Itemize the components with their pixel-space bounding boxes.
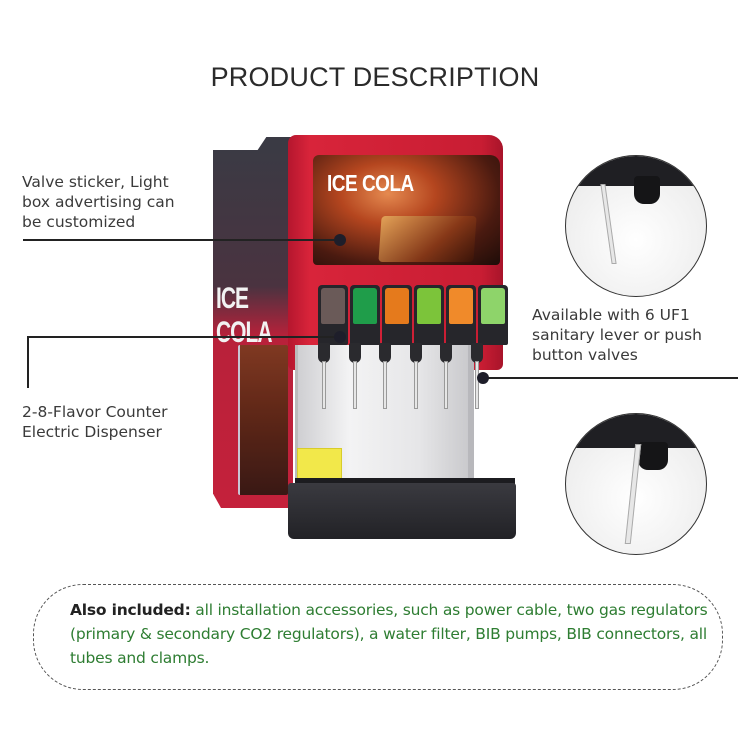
valve-sticker-4	[417, 288, 441, 324]
valve-knob-icon	[634, 176, 660, 204]
leader-line-lightbox	[23, 239, 341, 241]
callout-lightbox-line-2: box advertising can	[22, 193, 175, 211]
valve-6	[478, 285, 508, 345]
nozzle-1	[318, 343, 330, 411]
callout-lightbox: Valve sticker, Light box advertising can…	[22, 172, 175, 232]
nozzle-3	[379, 343, 392, 411]
valve-sticker-1	[321, 288, 345, 324]
valve-knob-icon	[638, 442, 668, 470]
side-top-panel	[213, 137, 299, 217]
callout-valves: Available with 6 UF1 sanitary lever or p…	[532, 305, 702, 365]
lightbox-brand-text: ICE COLA	[327, 172, 414, 198]
page-title: PRODUCT DESCRIPTION	[210, 62, 540, 92]
leader-line-flavor-h	[27, 336, 341, 338]
front-housing	[288, 135, 503, 370]
nozzle-5	[440, 343, 453, 411]
callout-flavor-line-2: Electric Dispenser	[22, 423, 162, 441]
included-lead: Also included:	[70, 601, 191, 619]
included-box	[33, 584, 723, 690]
nozzle-4	[409, 343, 422, 411]
callout-valves-line-1: Available with 6 UF1	[532, 306, 690, 324]
valve-sticker-5	[449, 288, 473, 324]
callout-flavor-line-1: 2-8-Flavor Counter	[22, 403, 168, 421]
lever-icon	[600, 184, 617, 264]
callout-flavor: 2-8-Flavor Counter Electric Dispenser	[22, 402, 168, 442]
callout-valves-line-3: button valves	[532, 346, 638, 364]
valve-2	[350, 285, 380, 345]
leader-line-valves	[484, 377, 738, 379]
lever-valve-detail-image	[565, 155, 707, 297]
callout-valves-line-2: sanitary lever or push	[532, 326, 702, 344]
leader-line-flavor-v	[27, 336, 29, 388]
lightbox-panel	[313, 155, 500, 265]
included-body: all installation accessories, such as po…	[70, 601, 708, 667]
valve-5	[446, 285, 476, 345]
nozzle-2	[348, 343, 361, 411]
valve-sticker-2	[353, 288, 377, 324]
valve-sticker-6	[481, 288, 505, 324]
info-sticker	[297, 448, 342, 482]
front-edge	[468, 345, 474, 485]
leader-dot-lightbox	[334, 234, 346, 246]
ice-graphic	[378, 216, 477, 262]
drip-tray-grate	[295, 478, 515, 486]
drip-tray	[288, 483, 516, 539]
callout-lightbox-line-1: Valve sticker, Light	[22, 173, 169, 191]
nozzle-row	[318, 343, 483, 411]
included-text: Also included: all installation accessor…	[70, 598, 730, 670]
leader-dot-flavor	[334, 331, 346, 343]
splash-panel	[295, 345, 470, 485]
callout-lightbox-line-3: be customized	[22, 213, 136, 231]
valve-row	[318, 285, 508, 345]
push-valve-detail-image	[565, 413, 707, 555]
valve-3	[382, 285, 412, 345]
valve-4	[414, 285, 444, 345]
valve-sticker-3	[385, 288, 409, 324]
push-lever-icon	[624, 444, 642, 544]
side-brand-text: ICE COLA	[216, 283, 273, 349]
side-panel	[213, 150, 293, 508]
glass-graphic	[238, 345, 288, 495]
leader-dot-valves	[477, 372, 489, 384]
